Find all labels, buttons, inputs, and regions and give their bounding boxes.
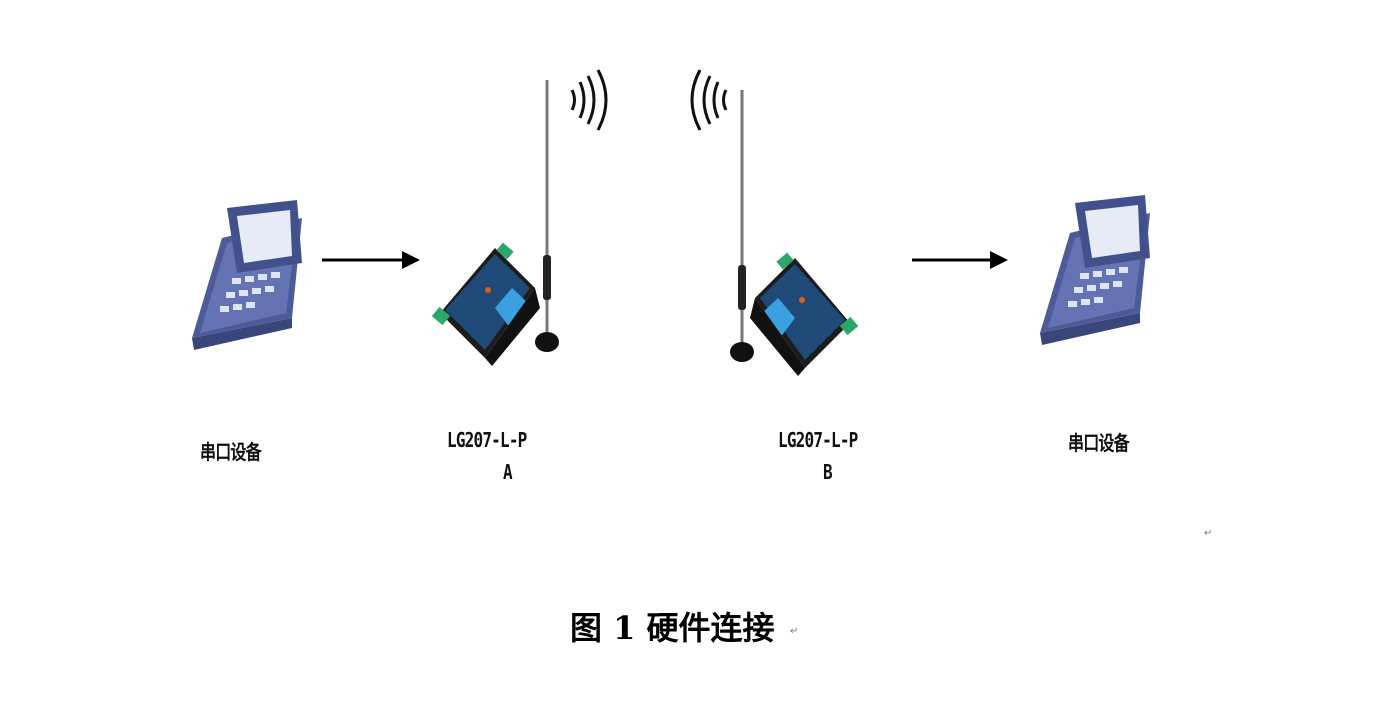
module-b-model-label: LG207-L-P — [778, 428, 858, 452]
module-b-id-label: B — [823, 460, 833, 484]
signal-waves-a-icon — [570, 68, 608, 132]
arrow-right-left — [322, 251, 420, 269]
paragraph-mark: ↵ — [1204, 528, 1213, 539]
signal-waves-b-icon — [690, 68, 728, 132]
lora-module-a-image — [431, 242, 540, 366]
figure-caption: 图 1 硬件连接 — [570, 609, 775, 647]
module-a-id-label: A — [503, 460, 513, 484]
serial-device-left-label: 串口设备 — [200, 440, 262, 464]
serial-device-right-label: 串口设备 — [1068, 431, 1130, 455]
caption-paragraph-mark: ↵ — [790, 626, 799, 637]
serial-device-left-image — [192, 200, 302, 350]
arrow-right-right — [912, 251, 1008, 269]
antenna-a — [533, 78, 561, 354]
module-a-model-label: LG207-L-P — [447, 428, 527, 452]
serial-device-right-image — [1040, 195, 1150, 345]
lora-module-b-image — [750, 252, 859, 376]
antenna-b — [728, 88, 756, 364]
